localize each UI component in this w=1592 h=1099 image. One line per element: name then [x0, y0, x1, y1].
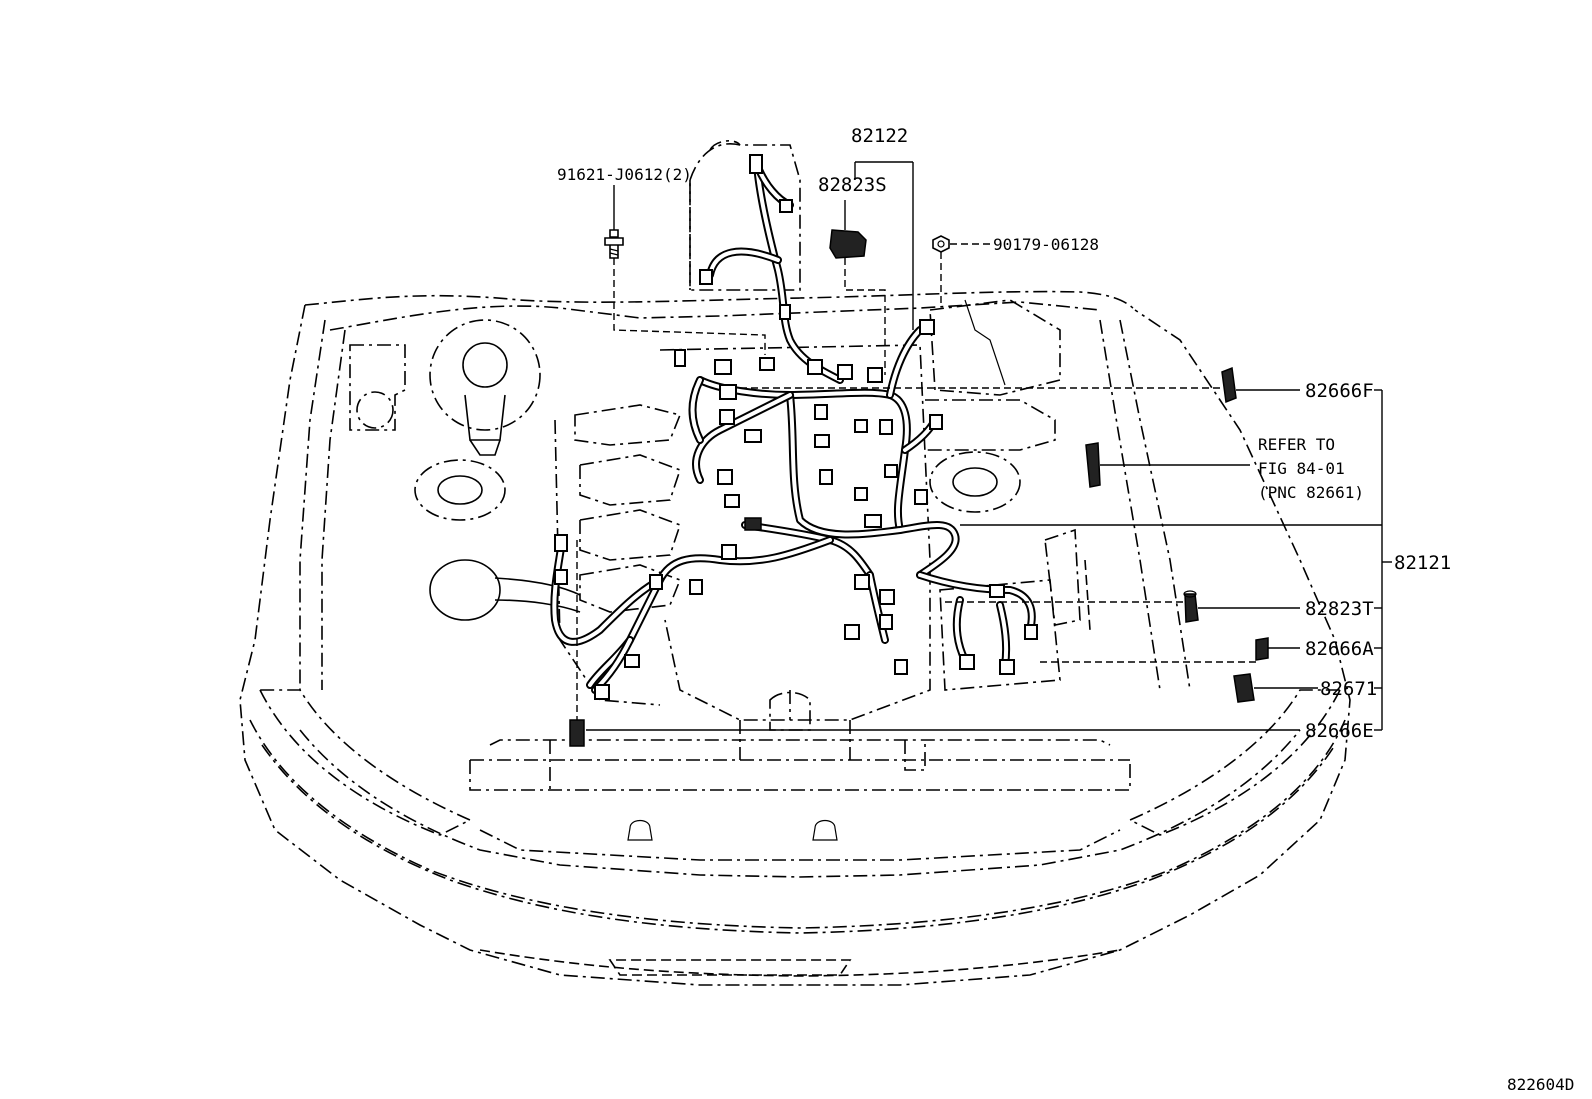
refer-note-line-1: REFER TO [1258, 435, 1335, 454]
part-number-82666E: 82666E [1305, 720, 1374, 742]
clamp-82666A-icon [1255, 637, 1269, 661]
grommet-82823T-icon [1183, 590, 1199, 623]
cover-82671-icon [1233, 673, 1255, 703]
nut-90179-icon [932, 235, 950, 253]
figure-code: 822604D [1507, 1075, 1574, 1094]
part-number-82122: 82122 [851, 125, 908, 147]
refer-note-line-3: (PNC 82661) [1258, 483, 1364, 502]
clamp-82666F-icon [1221, 366, 1237, 404]
clamp-82661-icon [1085, 442, 1101, 488]
part-number-91621: 91621-J0612(2) [557, 165, 692, 184]
wire-harness-82121 [550, 161, 1036, 694]
refer-note-line-2: FIG 84-01 [1258, 459, 1345, 478]
part-number-82121: 82121 [1394, 552, 1451, 574]
part-number-82666A: 82666A [1305, 638, 1374, 660]
harness-connectors [554, 154, 1038, 747]
leader-lines [576, 161, 1392, 731]
part-number-82666F: 82666F [1305, 380, 1374, 402]
engine-bay-components [349, 140, 1091, 790]
part-number-82671: 82671 [1320, 678, 1377, 700]
part-number-90179: 90179-06128 [993, 235, 1099, 254]
bolt-91621-icon [604, 229, 624, 259]
part-number-82823S: 82823S [818, 174, 887, 196]
grommet-82823S-icon [829, 229, 867, 259]
part-number-82823T: 82823T [1305, 598, 1374, 620]
